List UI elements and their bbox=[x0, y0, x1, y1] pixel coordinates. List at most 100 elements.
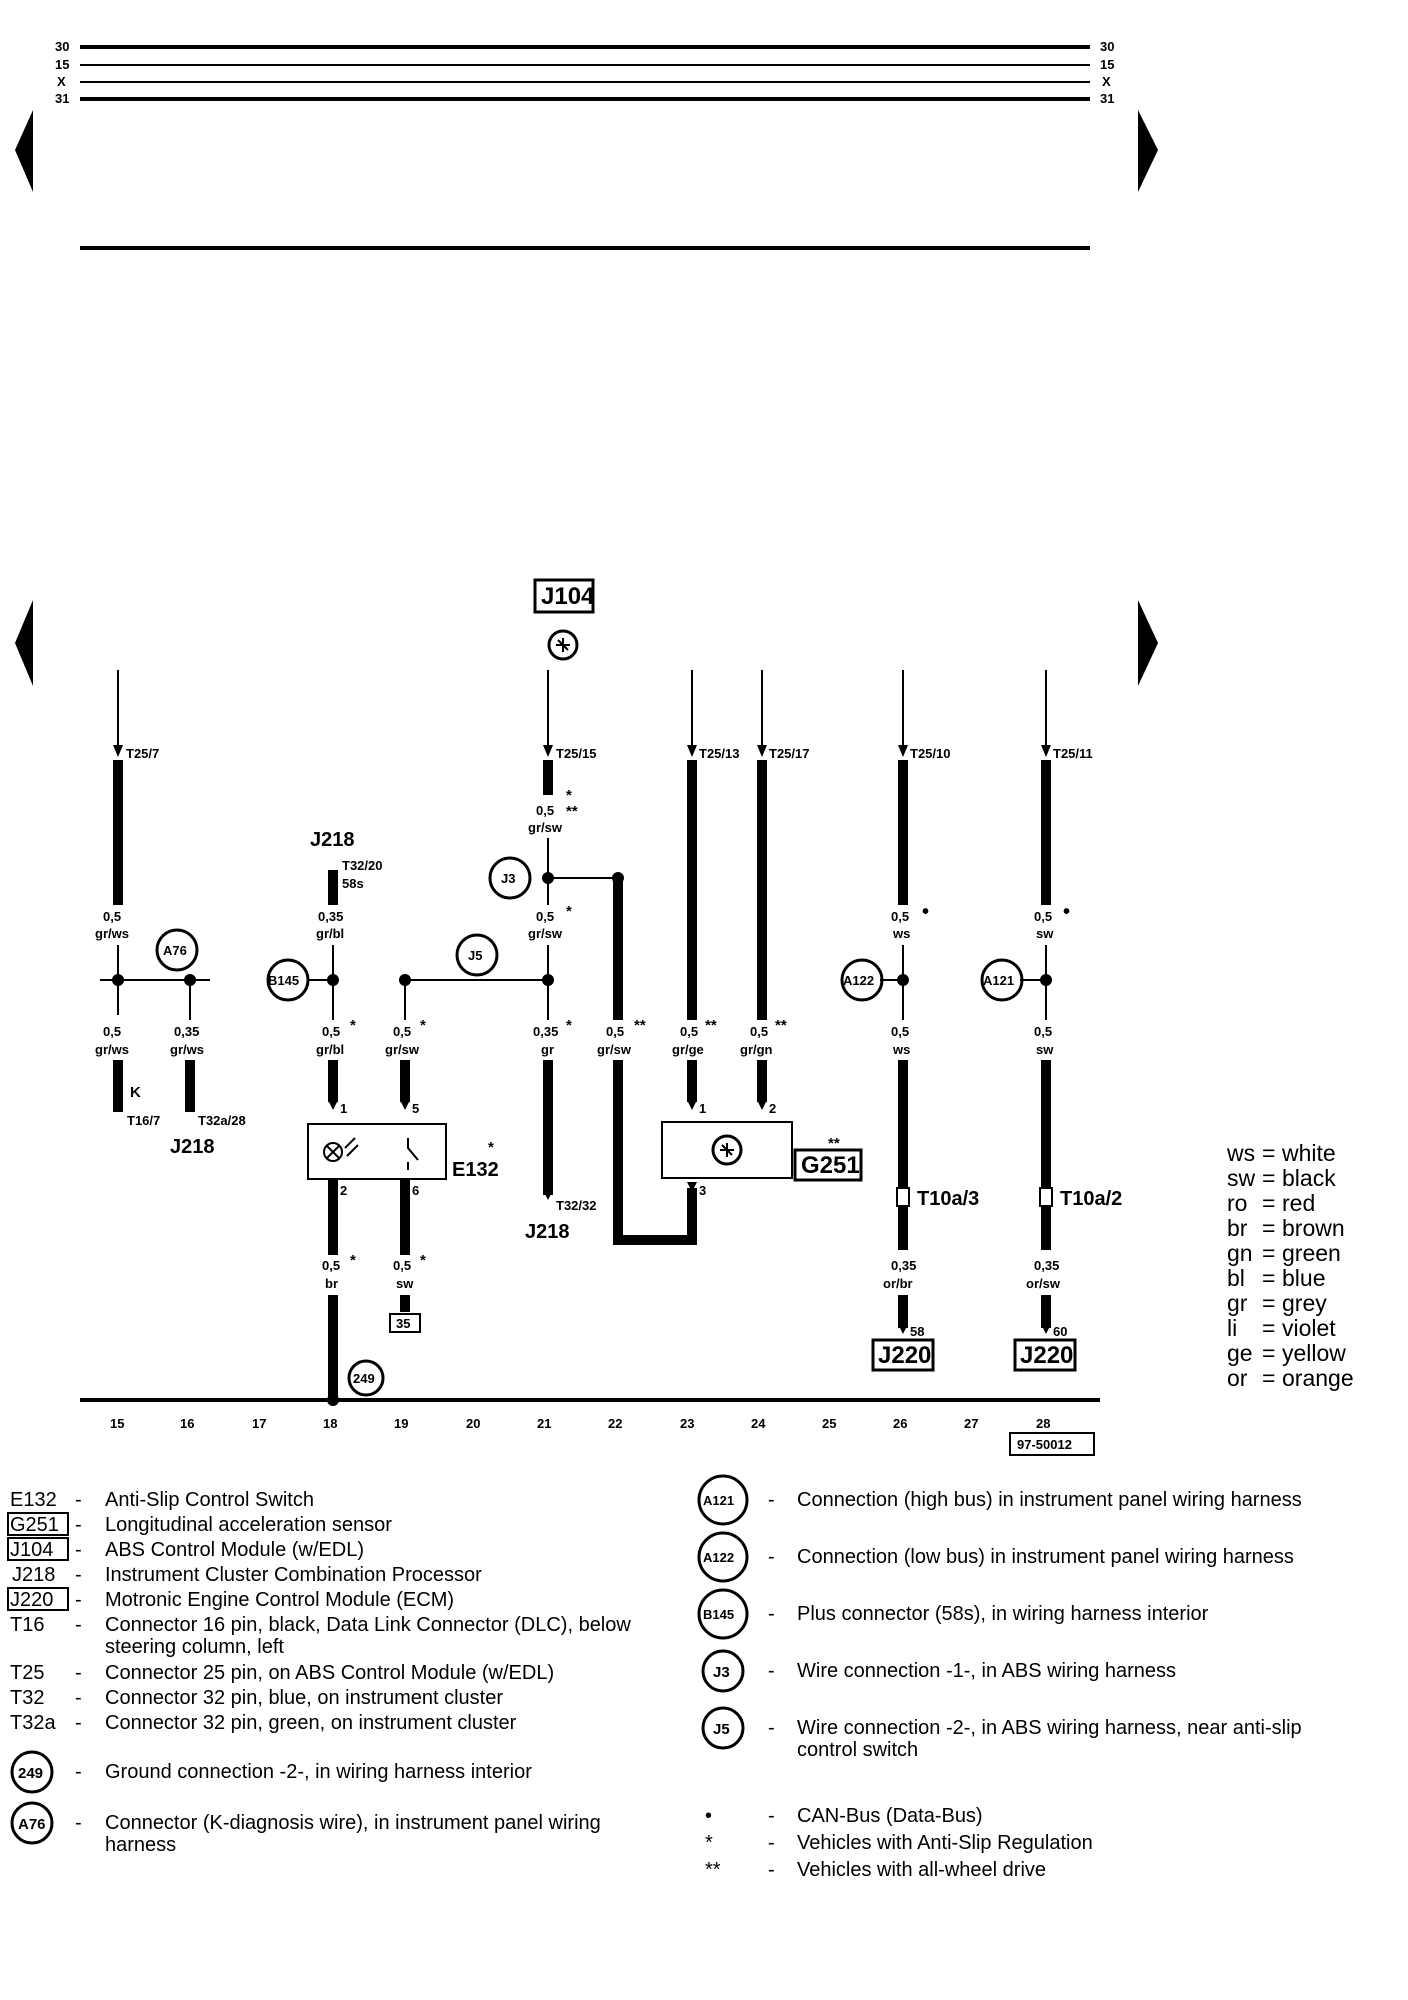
svg-text:E132: E132 bbox=[10, 1489, 57, 1511]
svg-text:-: - bbox=[768, 1489, 775, 1511]
next-section-arrow-icon[interactable] bbox=[1138, 600, 1158, 686]
svg-text:gr/ws: gr/ws bbox=[95, 1042, 129, 1057]
svg-text:-: - bbox=[768, 1832, 775, 1854]
svg-text:T16: T16 bbox=[10, 1614, 44, 1636]
svg-text:T25/15: T25/15 bbox=[556, 746, 596, 761]
svg-text:-: - bbox=[75, 1662, 82, 1684]
svg-text:•: • bbox=[1063, 901, 1070, 923]
circuit-col-21: T25/15 * ** 0,5 gr/sw J3 0,5 * gr/sw 0,3… bbox=[488, 670, 618, 1243]
svg-text:5: 5 bbox=[412, 1101, 419, 1116]
svg-text:A76: A76 bbox=[18, 1816, 46, 1833]
svg-text:28: 28 bbox=[1036, 1416, 1050, 1431]
svg-text:red: red bbox=[1282, 1190, 1315, 1216]
svg-text:J3: J3 bbox=[713, 1664, 730, 1681]
svg-text:-: - bbox=[768, 1717, 775, 1739]
svg-text:B145: B145 bbox=[703, 1607, 734, 1622]
svg-text:G251: G251 bbox=[10, 1514, 59, 1536]
svg-text:15: 15 bbox=[110, 1416, 124, 1431]
svg-text:*: * bbox=[488, 1139, 494, 1156]
svg-text:*: * bbox=[420, 1252, 426, 1269]
svg-text:18: 18 bbox=[323, 1416, 337, 1431]
svg-text:-: - bbox=[768, 1603, 775, 1625]
svg-text:=: = bbox=[1262, 1290, 1275, 1316]
svg-text:=: = bbox=[1262, 1215, 1275, 1241]
legend-right: A121 - Connection (high bus) in instrume… bbox=[697, 1474, 1302, 1881]
svg-text:ge: ge bbox=[1227, 1340, 1253, 1366]
svg-text:26: 26 bbox=[893, 1416, 907, 1431]
prev-section-arrow-icon[interactable] bbox=[15, 600, 33, 686]
bus-label-30: 30 bbox=[55, 39, 69, 54]
svg-text:Longitudinal acceleration sens: Longitudinal acceleration sensor bbox=[105, 1514, 392, 1536]
svg-text:**: ** bbox=[705, 1859, 721, 1881]
svg-text:•: • bbox=[922, 901, 929, 923]
svg-text:blue: blue bbox=[1282, 1265, 1325, 1291]
svg-text:T25/10: T25/10 bbox=[910, 746, 950, 761]
svg-text:**: ** bbox=[705, 1017, 717, 1034]
svg-text:J218: J218 bbox=[12, 1564, 55, 1586]
circuit-col-18: J218 T32/20 58s 0,35 gr/bl B145 0,5 * gr… bbox=[266, 829, 385, 1406]
svg-text:0,5: 0,5 bbox=[750, 1024, 768, 1039]
svg-text:J218: J218 bbox=[170, 1136, 215, 1158]
svg-text:**: ** bbox=[566, 803, 578, 820]
svg-text:Anti-Slip Control Switch: Anti-Slip Control Switch bbox=[105, 1489, 314, 1511]
svg-text:steering column, left: steering column, left bbox=[105, 1636, 284, 1658]
svg-text:27: 27 bbox=[964, 1416, 978, 1431]
svg-text:0,5: 0,5 bbox=[891, 909, 909, 924]
svg-text:Connector 32 pin, green, on in: Connector 32 pin, green, on instrument c… bbox=[105, 1712, 517, 1734]
svg-text:0,5: 0,5 bbox=[891, 1024, 909, 1039]
svg-text:T25/7: T25/7 bbox=[126, 746, 159, 761]
svg-text:sw: sw bbox=[1036, 926, 1054, 941]
svg-text:Plus connector (58s), in wirin: Plus connector (58s), in wiring harness … bbox=[797, 1603, 1209, 1625]
a122-legend-icon bbox=[697, 1531, 749, 1583]
svg-text:=: = bbox=[1262, 1190, 1275, 1216]
svg-text:*: * bbox=[566, 787, 572, 804]
j5-legend-icon bbox=[701, 1706, 745, 1750]
svg-text:T25: T25 bbox=[10, 1662, 44, 1684]
svg-text:T32/20: T32/20 bbox=[342, 858, 382, 873]
next-page-arrow-icon[interactable] bbox=[1138, 110, 1158, 192]
color-code-key: ws=white sw=black ro=red br=brown gn=gre… bbox=[1226, 1140, 1354, 1391]
svg-text:sw: sw bbox=[1036, 1042, 1054, 1057]
svg-text:**: ** bbox=[634, 1017, 646, 1034]
svg-text:J218: J218 bbox=[525, 1221, 570, 1243]
svg-text:35: 35 bbox=[396, 1316, 410, 1331]
svg-text:Connection (high bus) in instr: Connection (high bus) in instrument pane… bbox=[797, 1489, 1302, 1511]
svg-text:249: 249 bbox=[18, 1765, 43, 1782]
svg-text:*: * bbox=[350, 1252, 356, 1269]
bus-label-right-31: 31 bbox=[1100, 91, 1114, 106]
svg-text:1: 1 bbox=[340, 1101, 347, 1116]
svg-text:Connector 32 pin, blue, on ins: Connector 32 pin, blue, on instrument cl… bbox=[105, 1687, 503, 1709]
svg-text:or/sw: or/sw bbox=[1026, 1276, 1061, 1291]
svg-text:0,35: 0,35 bbox=[318, 909, 343, 924]
svg-text:A121: A121 bbox=[983, 973, 1014, 988]
svg-text:60: 60 bbox=[1053, 1324, 1067, 1339]
svg-text:0,5: 0,5 bbox=[536, 909, 554, 924]
svg-text:0,5: 0,5 bbox=[393, 1258, 411, 1273]
prev-page-arrow-icon[interactable] bbox=[15, 110, 33, 192]
svg-text:25: 25 bbox=[822, 1416, 836, 1431]
svg-text:**: ** bbox=[775, 1017, 787, 1034]
svg-text:gr/sw: gr/sw bbox=[528, 820, 563, 835]
svg-text:T32a/28: T32a/28 bbox=[198, 1113, 246, 1128]
svg-text:3: 3 bbox=[699, 1183, 706, 1198]
svg-text:-: - bbox=[768, 1546, 775, 1568]
bus-label-right-15: 15 bbox=[1100, 57, 1114, 72]
svg-text:58: 58 bbox=[910, 1324, 924, 1339]
svg-text:0,5: 0,5 bbox=[322, 1258, 340, 1273]
svg-text:T32a: T32a bbox=[10, 1712, 56, 1734]
circuit-col-19: J5 0,5 * gr/sw 5 6 0,5 * sw 35 bbox=[385, 933, 548, 1333]
svg-text:ws: ws bbox=[892, 1042, 910, 1057]
lamp-icon bbox=[323, 1142, 343, 1162]
svg-text:T16/7: T16/7 bbox=[127, 1113, 160, 1128]
svg-text:A76: A76 bbox=[163, 943, 187, 958]
svg-text:•: • bbox=[705, 1805, 712, 1827]
svg-text:bl: bl bbox=[1227, 1265, 1245, 1291]
svg-text:Wire connection -2-, in ABS wi: Wire connection -2-, in ABS wiring harne… bbox=[797, 1717, 1302, 1739]
svg-text:ro: ro bbox=[1227, 1190, 1247, 1216]
svg-text:T25/11: T25/11 bbox=[1053, 746, 1093, 761]
svg-text:Instrument Cluster Combination: Instrument Cluster Combination Processor bbox=[105, 1564, 482, 1586]
svg-text:Wire connection -1-, in ABS wi: Wire connection -1-, in ABS wiring harne… bbox=[797, 1660, 1176, 1682]
ground-249-legend-icon bbox=[10, 1750, 54, 1794]
svg-text:gr/sw: gr/sw bbox=[597, 1042, 632, 1057]
svg-text:0,35: 0,35 bbox=[1034, 1258, 1059, 1273]
